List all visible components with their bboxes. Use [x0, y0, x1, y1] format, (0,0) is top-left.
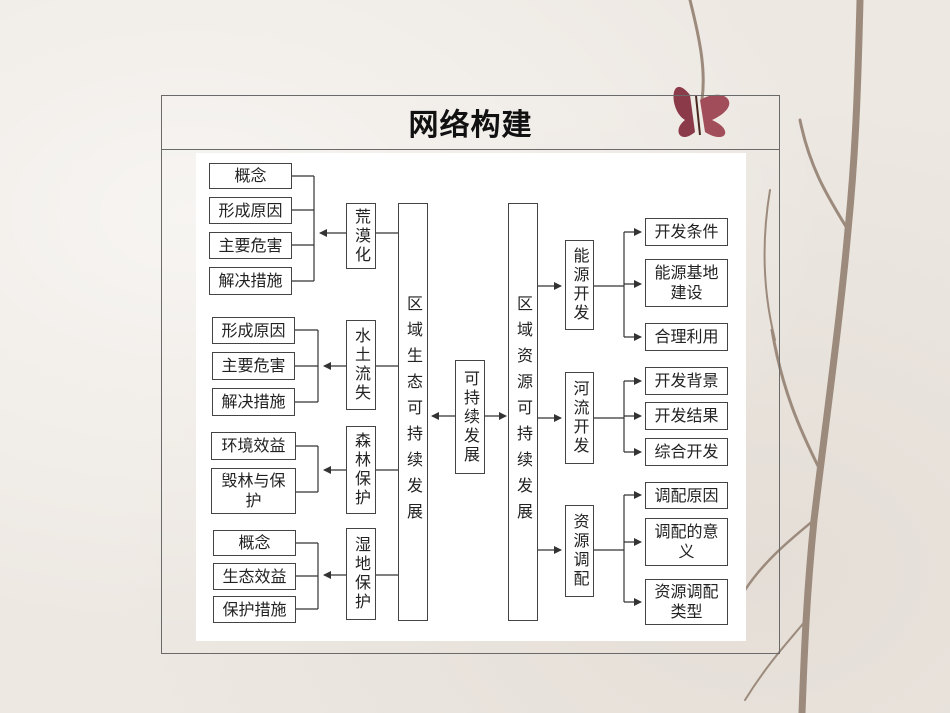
group-forest-protection: 森林保护	[346, 426, 376, 514]
butterfly-icon	[673, 86, 730, 138]
page-title: 网络构建	[408, 108, 533, 143]
left-leaf-env-benefit: 环境效益	[211, 432, 296, 460]
title-bar: 网络构建	[161, 95, 780, 150]
left-leaf-eco-benefit: 生态效益	[213, 563, 296, 590]
right-leaf-allocation-reasons: 调配原因	[645, 482, 728, 509]
left-leaf-concept-1: 概念	[209, 163, 292, 189]
right-leaf-dev-results: 开发结果	[645, 402, 728, 430]
main-eco-sustainable: 区域生态可持续发展	[398, 203, 428, 621]
group-resource-allocation: 资源调配	[565, 505, 594, 597]
main-resource-sustainable: 区域资源可持续发展	[508, 203, 538, 621]
left-leaf-protect-measures: 保护措施	[213, 596, 296, 623]
right-leaf-allocation-types: 资源调配类型	[645, 579, 728, 625]
group-desertification: 荒漠化	[346, 203, 376, 269]
left-leaf-harm-1: 主要危害	[209, 232, 292, 259]
left-leaf-measures-2: 解决措施	[212, 388, 295, 416]
right-leaf-dev-conditions: 开发条件	[645, 218, 728, 246]
center-sustainable-development: 可持续发展	[455, 360, 485, 474]
group-soil-erosion: 水土流失	[346, 320, 376, 410]
left-leaf-causes-1: 形成原因	[209, 197, 292, 224]
content-frame	[161, 95, 780, 654]
group-energy-development: 能源开发	[565, 240, 594, 330]
right-leaf-dev-background: 开发背景	[645, 367, 728, 395]
left-leaf-deforestation: 毁林与保护	[211, 468, 296, 514]
left-leaf-harm-2: 主要危害	[212, 352, 295, 380]
left-leaf-causes-2: 形成原因	[212, 317, 295, 344]
right-leaf-allocation-significance: 调配的意义	[645, 518, 728, 566]
left-leaf-measures-1: 解决措施	[209, 267, 292, 295]
right-leaf-energy-base: 能源基地建设	[645, 259, 728, 307]
group-wetland-protection: 湿地保护	[346, 528, 376, 620]
group-river-development: 河流开发	[565, 372, 594, 464]
right-leaf-rational-use: 合理利用	[645, 323, 728, 351]
left-leaf-concept-4: 概念	[213, 530, 296, 556]
right-leaf-integrated-dev: 综合开发	[645, 438, 728, 466]
